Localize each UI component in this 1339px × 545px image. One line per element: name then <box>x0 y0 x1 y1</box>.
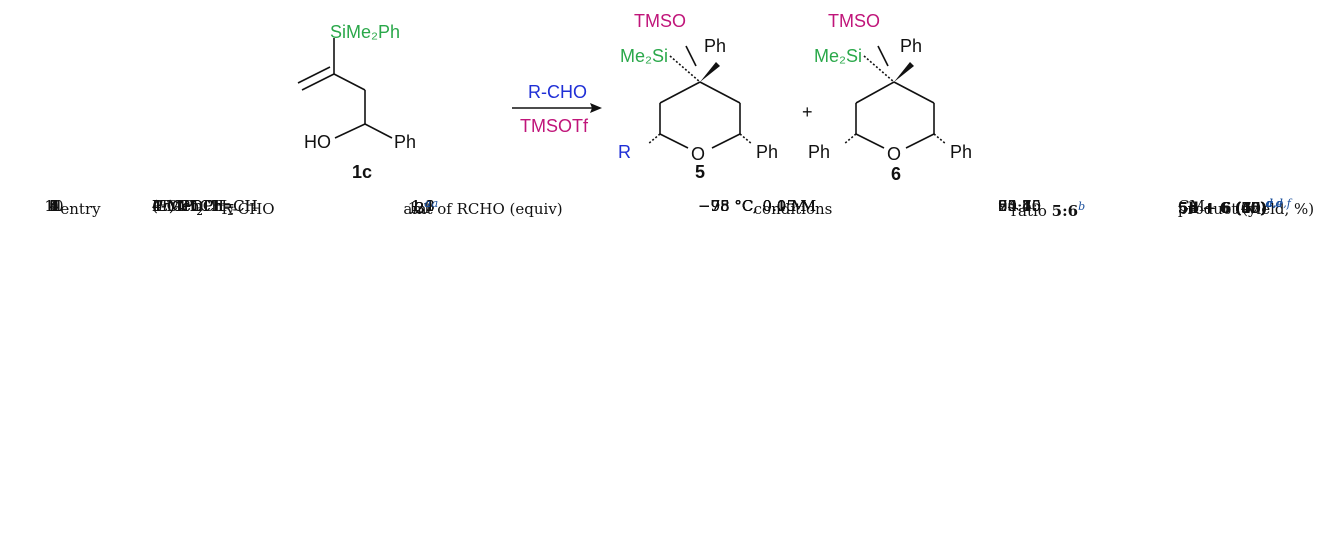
cell-rcho: PhCH2 <box>152 197 203 218</box>
cell-entry: 11 <box>44 197 64 215</box>
cell-entry: 6 <box>49 197 59 215</box>
cell-product: 5d + 6 (70)c,e,f <box>1178 197 1291 217</box>
cell-ratio: 85:15 <box>998 197 1042 215</box>
ph-right-label-6: Ph <box>950 142 972 162</box>
cell-rcho: 4-ClPh <box>152 197 203 215</box>
cell-product: 5a + 6 (77)c <box>1178 197 1273 217</box>
cell-rcho: PhCH2 <box>152 197 203 218</box>
cell-amt: 1.3 <box>411 197 435 215</box>
cell-product: CM <box>1178 197 1205 215</box>
ph-right-label-5: Ph <box>756 142 778 162</box>
cell-amt: 1.1 <box>411 197 435 215</box>
cell-amt: 1.1 <box>411 197 435 215</box>
cell-entry: 4 <box>49 197 59 215</box>
product-5-structure <box>647 45 753 149</box>
cell-entry: 2 <box>49 197 59 215</box>
cell-product: 5a + 6 (30)c <box>1178 197 1273 217</box>
cell-product: 5c + 6 (45)d <box>1178 197 1273 217</box>
cell-amt: 1.3 <box>411 197 435 215</box>
cell-conditions: −78 °C, 0.1 M <box>698 197 807 215</box>
cell-conditions: −95 °C, 0.05 M <box>698 197 816 215</box>
cell-rcho: 4-MeOPh <box>152 197 223 215</box>
arrow-reagent-rcho: R-CHO <box>528 82 587 102</box>
cell-ratio: 94:6 <box>998 197 1032 215</box>
o-label-6: O <box>887 144 901 164</box>
ph-top-label-6: Ph <box>900 36 922 56</box>
cell-conditions: −95 °C, 0.05 M <box>698 197 816 215</box>
cell-rcho: (E)-PhCH═CH <box>152 197 258 215</box>
cell-rcho: 4-MeOPh <box>152 197 223 215</box>
cell-rcho: (E)-PhCH═CH <box>152 197 258 215</box>
me2si-label-6: Me₂Si <box>814 46 862 66</box>
reactant-1c-structure <box>297 38 393 139</box>
cell-ratio: 50:50 <box>998 197 1042 215</box>
cell-conditions: −78 °C, 0.05 M <box>698 197 816 215</box>
cell-entry: 10 <box>44 197 64 215</box>
cell-entry: 5 <box>49 197 59 215</box>
header-product: product (yield, %) <box>1177 200 1315 218</box>
cell-product: 5c + 6 (55)d <box>1178 197 1273 217</box>
reaction-scheme: SiMe₂Ph HO Ph 1c R-CHO TMSOTf TMSO Me₂Si… <box>297 11 972 184</box>
cell-amt: 2a <box>414 197 432 217</box>
cell-product: 5e + 6 (45)c,d <box>1178 197 1283 217</box>
o-label-5: O <box>691 144 705 164</box>
cell-ratio: 25:75 <box>998 197 1042 215</box>
reaction-arrow <box>512 103 602 113</box>
cell-ratio: 93:7 <box>998 197 1032 215</box>
ph-left-label-6: Ph <box>808 142 830 162</box>
product-5-label: 5 <box>695 162 705 182</box>
ho-label: HO <box>304 132 331 152</box>
me2si-label-5: Me₂Si <box>620 46 668 66</box>
ph-label-1c: Ph <box>394 132 416 152</box>
cell-product: 5e + 6 (40)c,d <box>1178 197 1283 217</box>
cell-conditions: −78 °C, 0.1 M <box>698 197 807 215</box>
cell-ratio: 50:50 <box>998 197 1042 215</box>
cell-amt: 2a <box>414 197 432 217</box>
cell-ratio: 60:40 <box>998 197 1042 215</box>
header-entry: entry <box>60 200 101 218</box>
product-6-structure <box>843 45 947 149</box>
plus-sign: + <box>802 102 813 122</box>
cell-ratio: 75:25 <box>998 197 1042 215</box>
cell-product: 5c + 6 (60)d <box>1178 197 1273 217</box>
cell-entry: 3 <box>49 197 59 215</box>
cell-conditions: −95 °C, 0.05 M <box>698 197 816 215</box>
header-conditions: conditions <box>753 200 833 218</box>
product-6-label: 6 <box>891 164 901 184</box>
cell-amt: 1.1 <box>411 197 435 215</box>
sime2ph-label: SiMe₂Ph <box>330 22 400 42</box>
cell-conditions: −78 °C, 0.1 M <box>698 197 807 215</box>
cell-amt: 2a <box>414 197 432 217</box>
cell-amt: 3a <box>414 197 432 217</box>
tmso-label-5: TMSO <box>634 11 686 31</box>
cell-entry: 8 <box>49 197 59 215</box>
arrow-reagent-tmsotf: TMSOTf <box>520 116 589 136</box>
cell-conditions: −78 °C, 0.05 M <box>698 197 816 215</box>
cell-amt: 1.1a <box>407 197 439 217</box>
header-amt: amt of RCHO (equiv) <box>403 200 563 218</box>
cell-entry: 1 <box>49 197 59 215</box>
cell-product: 5b + 6 (55)c <box>1178 197 1274 217</box>
cell-amt: 2a <box>414 197 432 217</box>
cell-entry: 9 <box>49 197 59 215</box>
tmso-label-6: TMSO <box>828 11 880 31</box>
cell-product: 5c + 6 (50)d <box>1178 197 1273 217</box>
cell-rcho: 4-MeOPh <box>152 197 223 215</box>
header-ratio: ratio 5:6b <box>1010 200 1086 220</box>
cell-rcho: PhCH2CH2 <box>152 197 234 218</box>
header-rcho: R-CHO <box>221 200 275 218</box>
cell-conditions: −78 °C, 0.1 M <box>698 197 807 215</box>
cell-conditions: −95 °C, 0.05 M <box>698 197 816 215</box>
cell-ratio: 93:7 <box>998 197 1032 215</box>
cell-rcho: 4-MeOPh <box>152 197 223 215</box>
cell-conditions: −95 °C, 0.1 M <box>698 197 807 215</box>
reactant-label: 1c <box>352 162 372 182</box>
r-label-5: R <box>618 142 631 162</box>
cell-rcho: 4-MeOPh <box>152 197 223 215</box>
cell-entry: 7 <box>49 197 59 215</box>
ph-top-label-5: Ph <box>704 36 726 56</box>
